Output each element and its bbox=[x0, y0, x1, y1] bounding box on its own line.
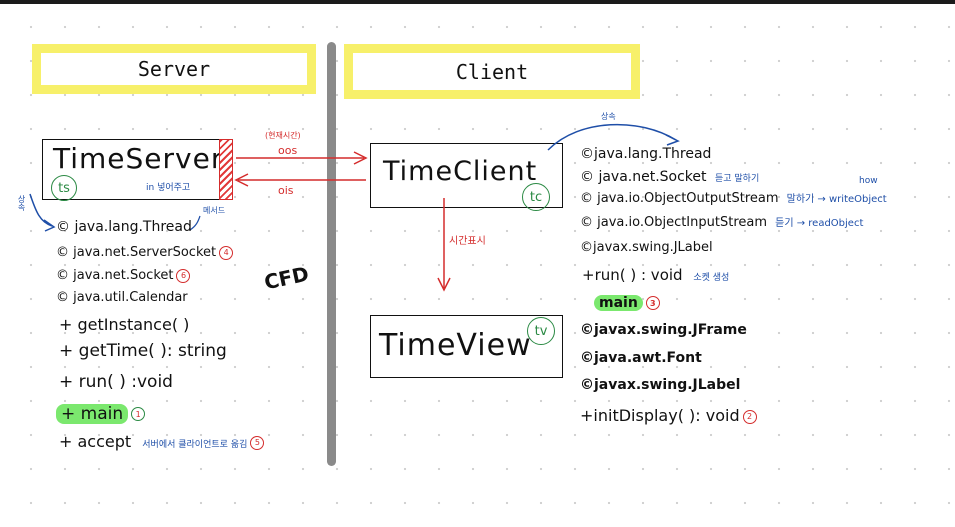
client-member: ©java.awt.Font bbox=[580, 350, 702, 366]
client-member: ©javax.swing.JFrame bbox=[580, 322, 747, 338]
client-member: © java.io.ObjectInputStream 듣기 → readObj… bbox=[580, 214, 863, 230]
section-divider bbox=[327, 42, 336, 466]
server-member: + getTime( ): string bbox=[59, 341, 227, 361]
client-member: ©javax.swing.JLabel bbox=[580, 377, 740, 393]
server-member-number: 4 bbox=[219, 245, 234, 260]
server-member: © java.util.Calendar bbox=[56, 290, 188, 305]
server-member-text: © java.net.Socket bbox=[56, 268, 174, 283]
timeserver-badge: ts bbox=[51, 175, 77, 201]
server-member-note: 서버에서 클라이언트로 옮김 bbox=[142, 440, 248, 450]
client-member-text: ©java.awt.Font bbox=[580, 350, 702, 366]
client-member-text: ©javax.swing.JLabel bbox=[580, 377, 741, 393]
client-header-label: Client bbox=[455, 59, 529, 84]
oos-note: (현재시간) bbox=[265, 131, 301, 140]
client-member-note: 소켓 생성 bbox=[693, 273, 730, 283]
client-member-text: main bbox=[594, 295, 643, 311]
server-member-text: + main bbox=[56, 404, 129, 424]
client-member-text: © java.io.ObjectOutputStream bbox=[580, 191, 779, 206]
timeserver-hatch-marker bbox=[219, 139, 233, 200]
client-how-note: how bbox=[859, 176, 878, 186]
server-header-label: Server bbox=[137, 57, 211, 81]
server-member-text: + getTime( ): string bbox=[59, 341, 227, 361]
client-member-note: 듣기 → readObject bbox=[775, 218, 864, 229]
ois-label: ois bbox=[278, 184, 294, 197]
server-header: Server bbox=[32, 44, 316, 94]
client-member-text: ©javax.swing.JLabel bbox=[580, 240, 713, 255]
timeserver-in-note: in 넣어주고 bbox=[146, 183, 191, 193]
server-member-number: 5 bbox=[250, 435, 265, 450]
client-member-text: +initDisplay( ): void bbox=[580, 406, 740, 425]
timeview-name: TimeView bbox=[379, 328, 532, 363]
client-member-text: +run( ) : void bbox=[582, 266, 683, 284]
server-member-number: 6 bbox=[176, 268, 191, 283]
client-member-text: © java.net.Socket bbox=[580, 169, 707, 185]
timeserver-name: TimeServer bbox=[53, 142, 224, 175]
server-member-text: © java.net.ServerSocket bbox=[56, 245, 217, 260]
timeview-badge-label: tv bbox=[534, 323, 548, 339]
server-member: + run( ) :void bbox=[59, 372, 173, 392]
timeclient-name: TimeClient bbox=[383, 156, 538, 187]
server-member-text: + getInstance( ) bbox=[59, 315, 190, 334]
server-inherit-note: 상속 bbox=[17, 195, 26, 211]
server-member: © java.lang.Thread bbox=[56, 219, 192, 235]
client-member-note: 말하기 → writeObject bbox=[786, 194, 887, 205]
client-member-text: © java.io.ObjectInputStream bbox=[580, 215, 768, 230]
timeserver-badge-label: ts bbox=[58, 180, 70, 196]
client-member: © java.io.ObjectOutputStream 말하기 → write… bbox=[580, 190, 887, 206]
top-edge-bar bbox=[0, 0, 955, 4]
server-member-text: + accept bbox=[59, 432, 132, 451]
server-method-note: 메서드 bbox=[203, 206, 226, 215]
timedisplay-label: 시간표시 bbox=[449, 236, 486, 247]
server-member-text: © java.util.Calendar bbox=[56, 290, 188, 305]
timeview-badge: tv bbox=[527, 317, 555, 345]
client-member-number: 3 bbox=[645, 296, 660, 310]
client-member: ©java.lang.Thread bbox=[580, 146, 711, 162]
client-inherit-note: 상속 bbox=[601, 112, 616, 121]
server-member-text: + run( ) :void bbox=[59, 372, 173, 392]
client-header: Client bbox=[344, 44, 640, 99]
client-member: © java.net.Socket 듣고 말하기 bbox=[580, 169, 759, 185]
client-member: +run( ) : void 소켓 생성 bbox=[582, 266, 729, 284]
client-member-text: ©javax.swing.JFrame bbox=[580, 322, 747, 338]
server-member-number: 1 bbox=[131, 407, 146, 421]
client-member: ©javax.swing.JLabel bbox=[580, 240, 713, 255]
server-member: + getInstance( ) bbox=[59, 315, 189, 334]
timeclient-badge-label: tc bbox=[529, 189, 543, 205]
client-member-number: 2 bbox=[742, 409, 757, 424]
client-member-text: ©java.lang.Thread bbox=[580, 146, 712, 162]
server-member-text: © java.lang.Thread bbox=[56, 219, 192, 235]
client-member-note: 듣고 말하기 bbox=[714, 174, 760, 184]
oos-label: oos bbox=[278, 144, 298, 157]
timeclient-badge: tc bbox=[522, 183, 550, 211]
